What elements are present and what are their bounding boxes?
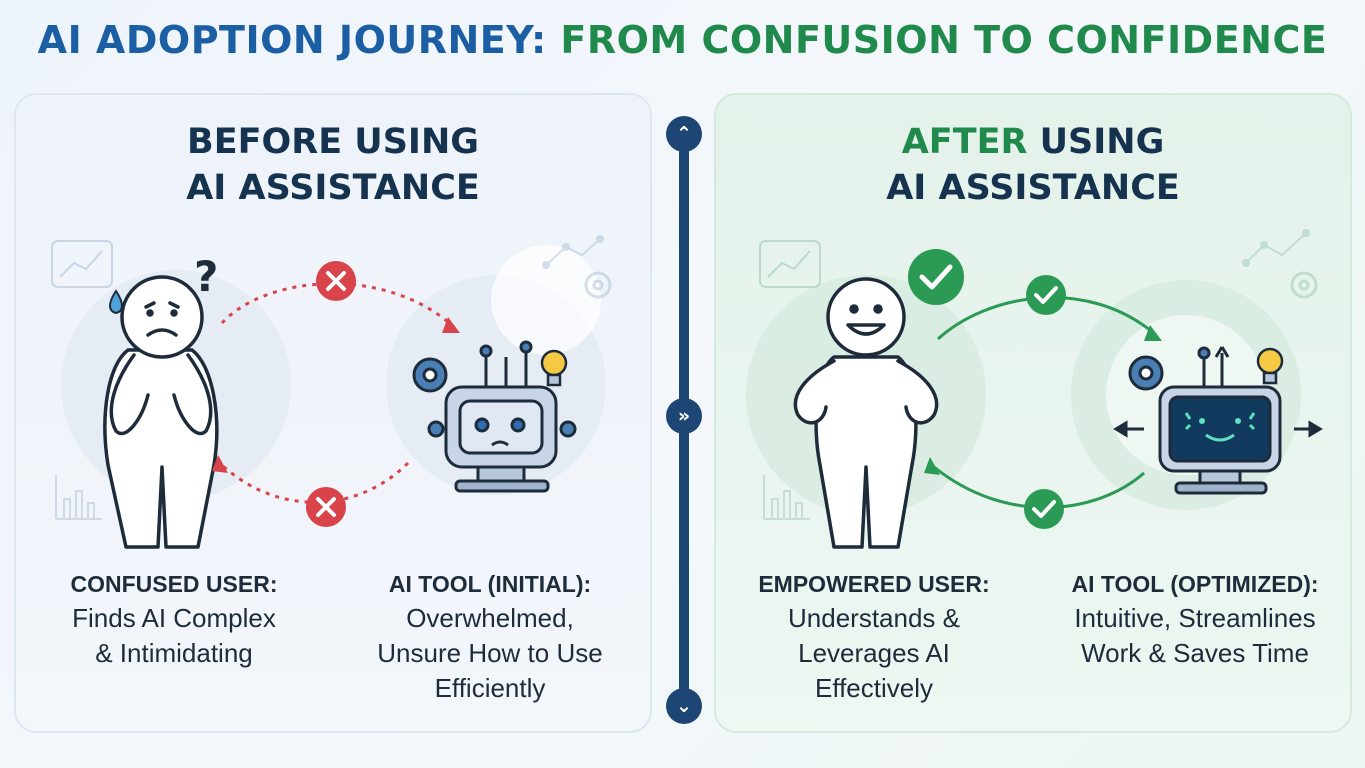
ai-tool-initial-desc-line1: Overwhelmed, xyxy=(406,603,574,633)
confused-user-figure xyxy=(103,275,219,549)
ai-tool-optimized-caption: AI TOOL (OPTIMIZED): Intuitive, Streamli… xyxy=(1042,567,1348,671)
after-illustration xyxy=(746,229,1323,549)
lightbulb-icon xyxy=(1256,347,1284,385)
confused-user-desc-line1: Finds AI Complex xyxy=(72,603,276,633)
confused-user-desc-line2: & Intimidating xyxy=(95,638,253,668)
sweat-drop-icon xyxy=(109,289,123,315)
faint-chart-icon xyxy=(51,240,113,288)
ai-tool-optimized-desc-line1: Intuitive, Streamlines xyxy=(1074,603,1316,633)
ai-tool-initial-caption: AI TOOL (INITIAL): Overwhelmed, Unsure H… xyxy=(340,567,640,706)
question-mark-icon: ? xyxy=(194,252,218,301)
ai-tool-initial-desc-line3: Efficiently xyxy=(434,673,546,703)
checkmark-icon-top xyxy=(1026,275,1066,315)
after-heading-line1: AFTER USING xyxy=(716,119,1350,165)
faint-bar-chart-icon xyxy=(55,475,102,520)
before-heading-line2: AI ASSISTANCE xyxy=(186,168,480,208)
lightbulb-icon xyxy=(540,349,568,387)
ai-tool-optimized-desc-line2: Work & Saves Time xyxy=(1081,638,1309,668)
main-title: AI ADOPTION JOURNEY: FROM CONFUSION TO C… xyxy=(0,18,1365,62)
empowered-user-desc-line2: Leverages AI xyxy=(798,638,950,668)
empowered-user-caption: EMPOWERED USER: Understands & Leverages … xyxy=(724,567,1024,706)
faint-gear-icon xyxy=(1290,271,1318,299)
checkmark-icon-bottom xyxy=(1024,489,1064,529)
chevron-up-icon[interactable]: ⌃ xyxy=(666,116,702,152)
empowered-user-figure xyxy=(793,277,939,549)
ai-tool-initial-desc-line2: Unsure How to Use xyxy=(377,638,603,668)
before-heading-line1: BEFORE USING xyxy=(187,122,479,162)
ai-tool-optimized-title: AI TOOL (OPTIMIZED): xyxy=(1071,571,1319,597)
confused-user-title: CONFUSED USER: xyxy=(70,571,278,597)
faint-chart-icon xyxy=(759,240,821,288)
empowered-user-desc-line3: Effectively xyxy=(814,673,933,703)
after-heading-accent: AFTER xyxy=(901,122,1028,162)
title-part-before: AI ADOPTION JOURNEY: xyxy=(37,18,547,62)
after-heading-rest: USING xyxy=(1027,122,1165,162)
robot-optimized-icon xyxy=(1128,346,1282,495)
robot-initial-icon xyxy=(412,340,577,493)
double-chevron-right-icon[interactable]: » xyxy=(666,398,702,434)
title-part-after: FROM CONFUSION TO CONFIDENCE xyxy=(560,18,1328,62)
empowered-user-desc-line1: Understands & xyxy=(788,603,960,633)
before-panel: BEFORE USING AI ASSISTANCE xyxy=(14,93,652,733)
confused-user-caption: CONFUSED USER: Finds AI Complex & Intimi… xyxy=(24,567,324,671)
bidirectional-arrow-icon xyxy=(1113,420,1323,438)
faint-gear-icon xyxy=(584,271,612,299)
before-illustration: ? xyxy=(51,235,612,549)
faint-network-icon xyxy=(542,235,604,269)
empowered-user-title: EMPOWERED USER: xyxy=(758,571,990,597)
faint-bar-chart-icon xyxy=(763,475,810,520)
x-mark-icon-bottom xyxy=(306,487,346,527)
after-heading-line2: AI ASSISTANCE xyxy=(886,168,1180,208)
faint-network-icon xyxy=(1242,229,1310,267)
after-panel: AFTER USING AI ASSISTANCE xyxy=(714,93,1352,733)
checkmark-badge-icon xyxy=(908,249,964,305)
ai-tool-initial-title: AI TOOL (INITIAL): xyxy=(388,571,592,597)
chevron-down-icon[interactable]: ⌄ xyxy=(666,688,702,724)
x-mark-icon-top xyxy=(316,261,356,301)
